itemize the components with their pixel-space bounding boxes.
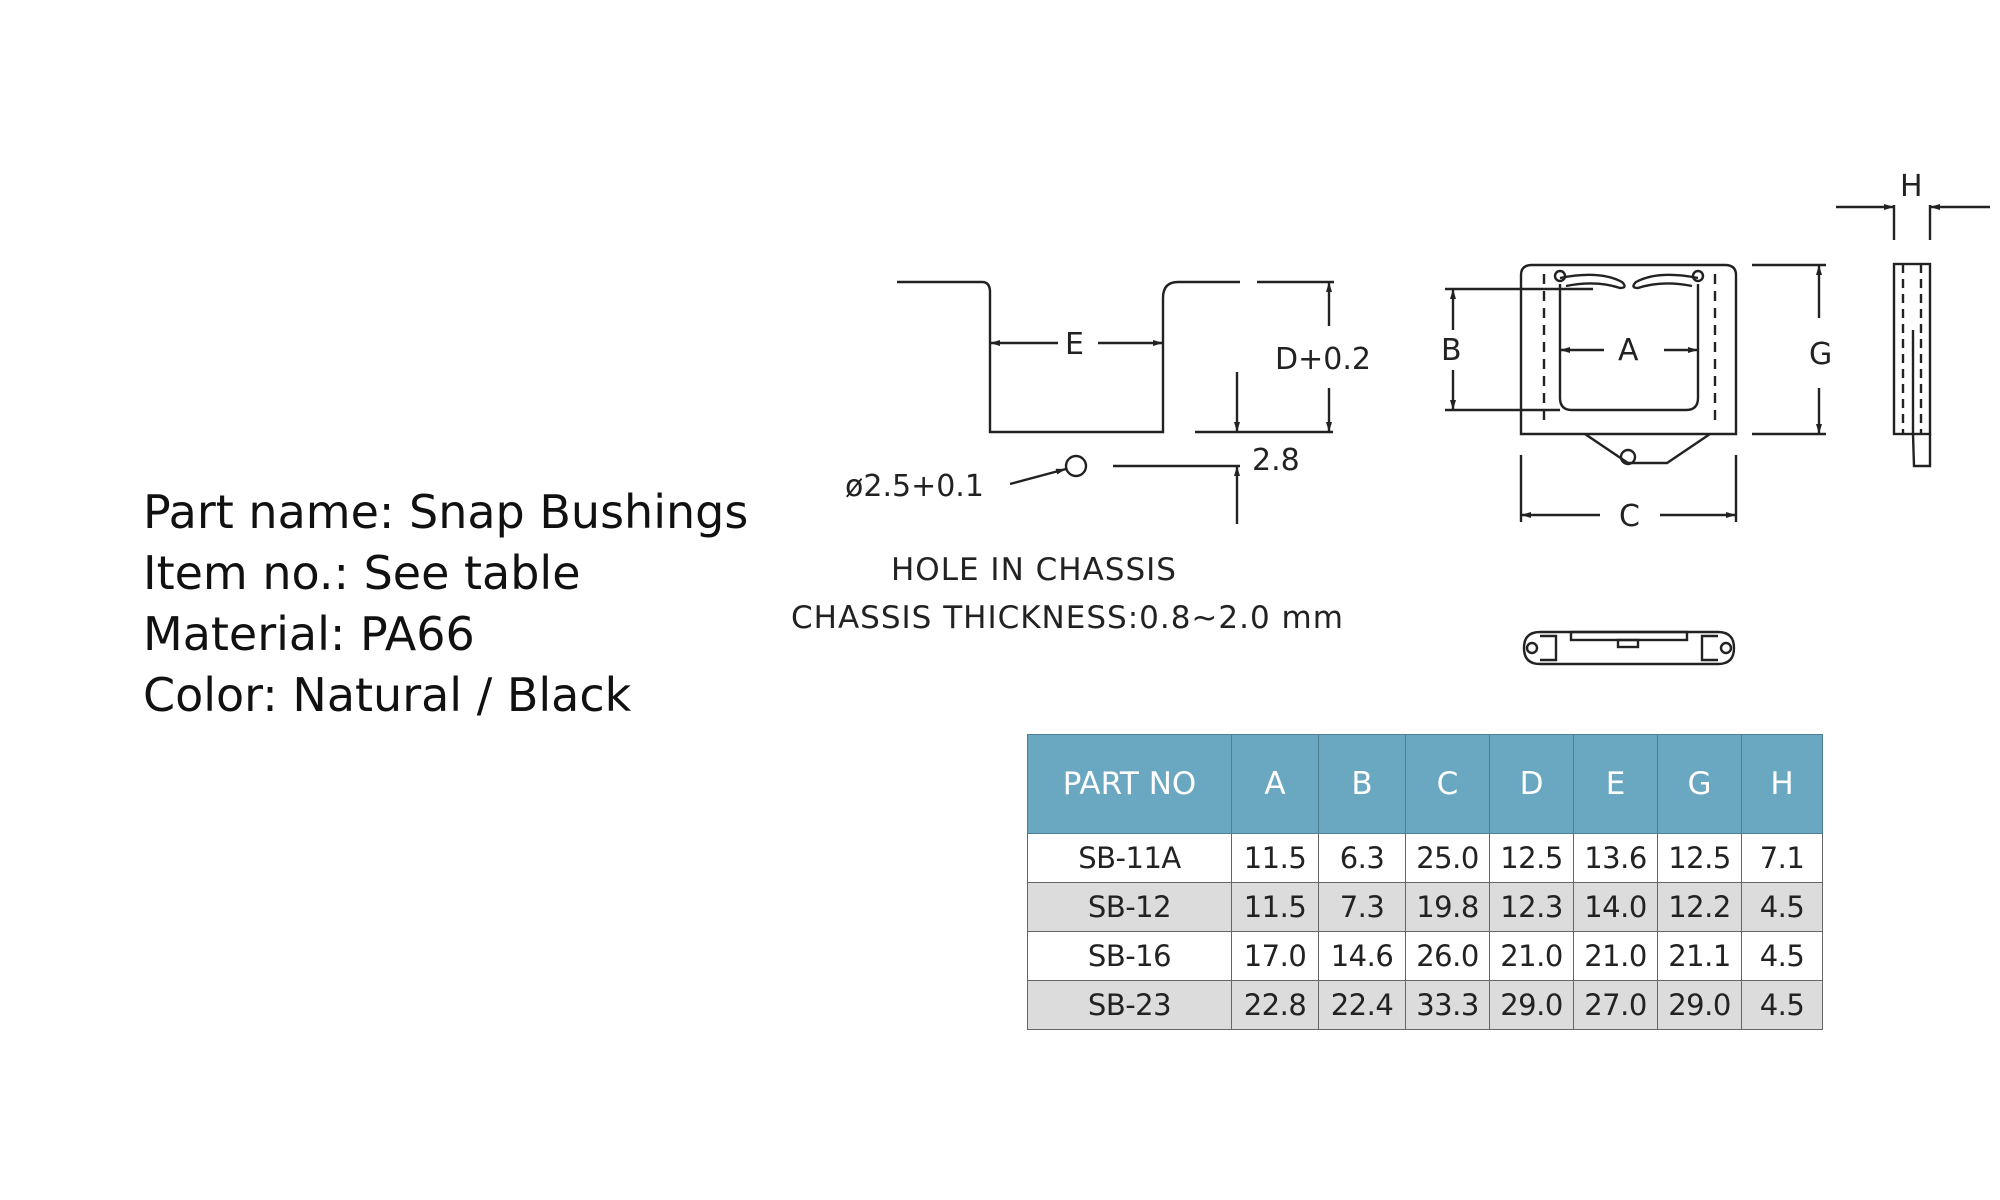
cell-d: 12.3 <box>1489 882 1574 932</box>
cell-e: 27.0 <box>1573 980 1658 1030</box>
dim-hole-label: ø2.5+0.1 <box>845 469 984 504</box>
cell-h: 4.5 <box>1741 882 1823 932</box>
cell-a: 22.8 <box>1231 980 1319 1030</box>
bushing-side-view <box>1836 204 1990 468</box>
table-row: SB-12 11.5 7.3 19.8 12.3 14.0 12.2 4.5 <box>1027 882 1823 932</box>
cell-part-no: SB-11A <box>1027 833 1232 883</box>
dim-g-label: G <box>1809 337 1832 372</box>
cell-c: 26.0 <box>1405 931 1490 981</box>
cell-e: 21.0 <box>1573 931 1658 981</box>
table-header-row: PART NO A B C D E G H <box>1027 734 1823 834</box>
cell-g: 12.2 <box>1657 882 1742 932</box>
cell-part-no: SB-23 <box>1027 980 1232 1030</box>
header-h: H <box>1741 734 1823 834</box>
item-no: Item no.: See table <box>143 546 581 600</box>
cell-d: 12.5 <box>1489 833 1574 883</box>
cell-part-no: SB-12 <box>1027 882 1232 932</box>
cell-part-no: SB-16 <box>1027 931 1232 981</box>
cell-h: 7.1 <box>1741 833 1823 883</box>
dim-c-label: C <box>1619 499 1640 534</box>
spec-block: Part name: Snap Bushings Item no.: See t… <box>143 482 748 726</box>
color-spec: Color: Natural / Black <box>143 668 632 722</box>
cell-d: 21.0 <box>1489 931 1574 981</box>
header-e: E <box>1573 734 1658 834</box>
table-row: SB-11A 11.5 6.3 25.0 12.5 13.6 12.5 7.1 <box>1027 833 1823 883</box>
cell-h: 4.5 <box>1741 980 1823 1030</box>
table-row: SB-16 17.0 14.6 26.0 21.0 21.0 21.1 4.5 <box>1027 931 1823 981</box>
bushing-front-view <box>1445 263 1826 522</box>
part-name: Part name: Snap Bushings <box>143 485 749 539</box>
cell-d: 29.0 <box>1489 980 1574 1030</box>
dim-b-label: B <box>1441 333 1462 368</box>
header-part-no: PART NO <box>1027 734 1232 834</box>
cell-a: 11.5 <box>1231 833 1319 883</box>
header-d: D <box>1489 734 1574 834</box>
dim-h-label: H <box>1900 169 1923 204</box>
cell-g: 29.0 <box>1657 980 1742 1030</box>
cell-e: 13.6 <box>1573 833 1658 883</box>
table-row: SB-23 22.8 22.4 33.3 29.0 27.0 29.0 4.5 <box>1027 980 1823 1030</box>
cell-c: 25.0 <box>1405 833 1490 883</box>
header-c: C <box>1405 734 1490 834</box>
cell-e: 14.0 <box>1573 882 1658 932</box>
cell-h: 4.5 <box>1741 931 1823 981</box>
bushing-top-view <box>1522 630 1736 666</box>
dim-a-label: A <box>1618 333 1639 368</box>
material: Material: PA66 <box>143 607 475 661</box>
cell-a: 17.0 <box>1231 931 1319 981</box>
cell-b: 7.3 <box>1318 882 1406 932</box>
cell-c: 19.8 <box>1405 882 1490 932</box>
header-a: A <box>1231 734 1319 834</box>
cell-a: 11.5 <box>1231 882 1319 932</box>
note-chassis-thickness: CHASSIS THICKNESS:0.8~2.0 mm <box>791 600 1344 636</box>
cell-g: 12.5 <box>1657 833 1742 883</box>
header-b: B <box>1318 734 1406 834</box>
header-g: G <box>1657 734 1742 834</box>
dimensions-table: PART NO A B C D E G H SB-11A 11.5 6.3 25… <box>1027 734 1823 1030</box>
cell-b: 6.3 <box>1318 833 1406 883</box>
cell-c: 33.3 <box>1405 980 1490 1030</box>
cell-g: 21.1 <box>1657 931 1742 981</box>
dim-thickness-label: 2.8 <box>1252 443 1300 478</box>
note-hole-in-chassis: HOLE IN CHASSIS <box>891 552 1177 588</box>
cell-b: 14.6 <box>1318 931 1406 981</box>
dim-e-label: E <box>1065 327 1084 362</box>
chassis-hole-profile <box>897 280 1334 524</box>
dim-d-label: D+0.2 <box>1275 342 1371 377</box>
cell-b: 22.4 <box>1318 980 1406 1030</box>
